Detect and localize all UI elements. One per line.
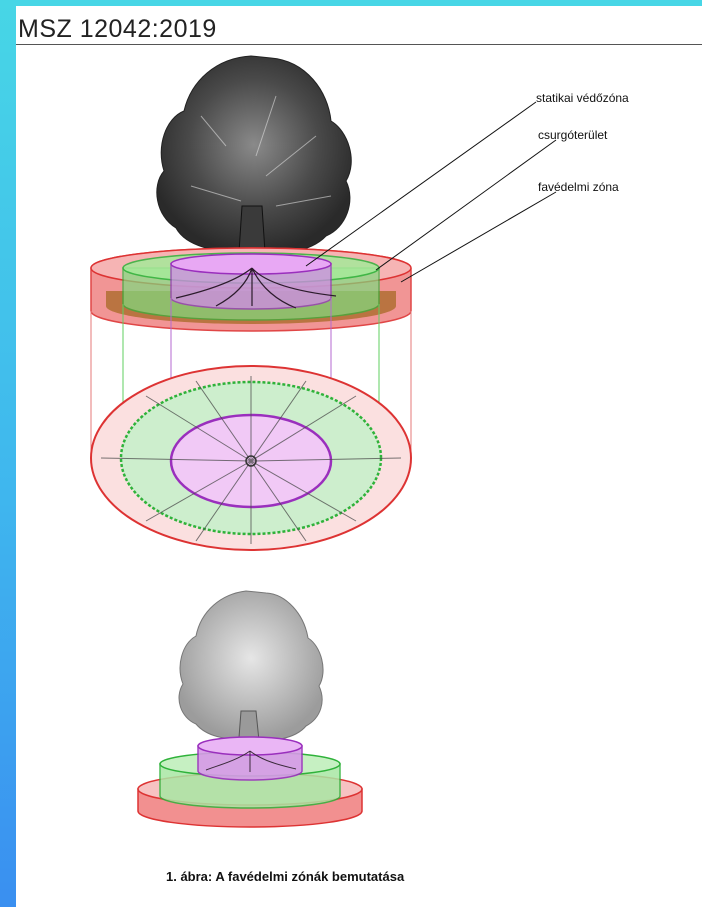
figure-caption: 1. ábra: A favédelmi zónák bemutatása (166, 869, 404, 884)
document-page: MSZ 12042:2019 (16, 6, 702, 907)
lower-tree-illustration (179, 591, 323, 751)
upper-zone-cylinder (91, 248, 411, 331)
label-drip-area: csurgóterület (538, 128, 607, 142)
lower-zone-cylinders (138, 737, 362, 827)
label-static-zone: statikai védőzóna (536, 91, 629, 105)
plan-view-disc (91, 366, 411, 550)
label-protection-zone: favédelmi zóna (538, 180, 619, 194)
upper-tree-illustration (157, 56, 351, 268)
